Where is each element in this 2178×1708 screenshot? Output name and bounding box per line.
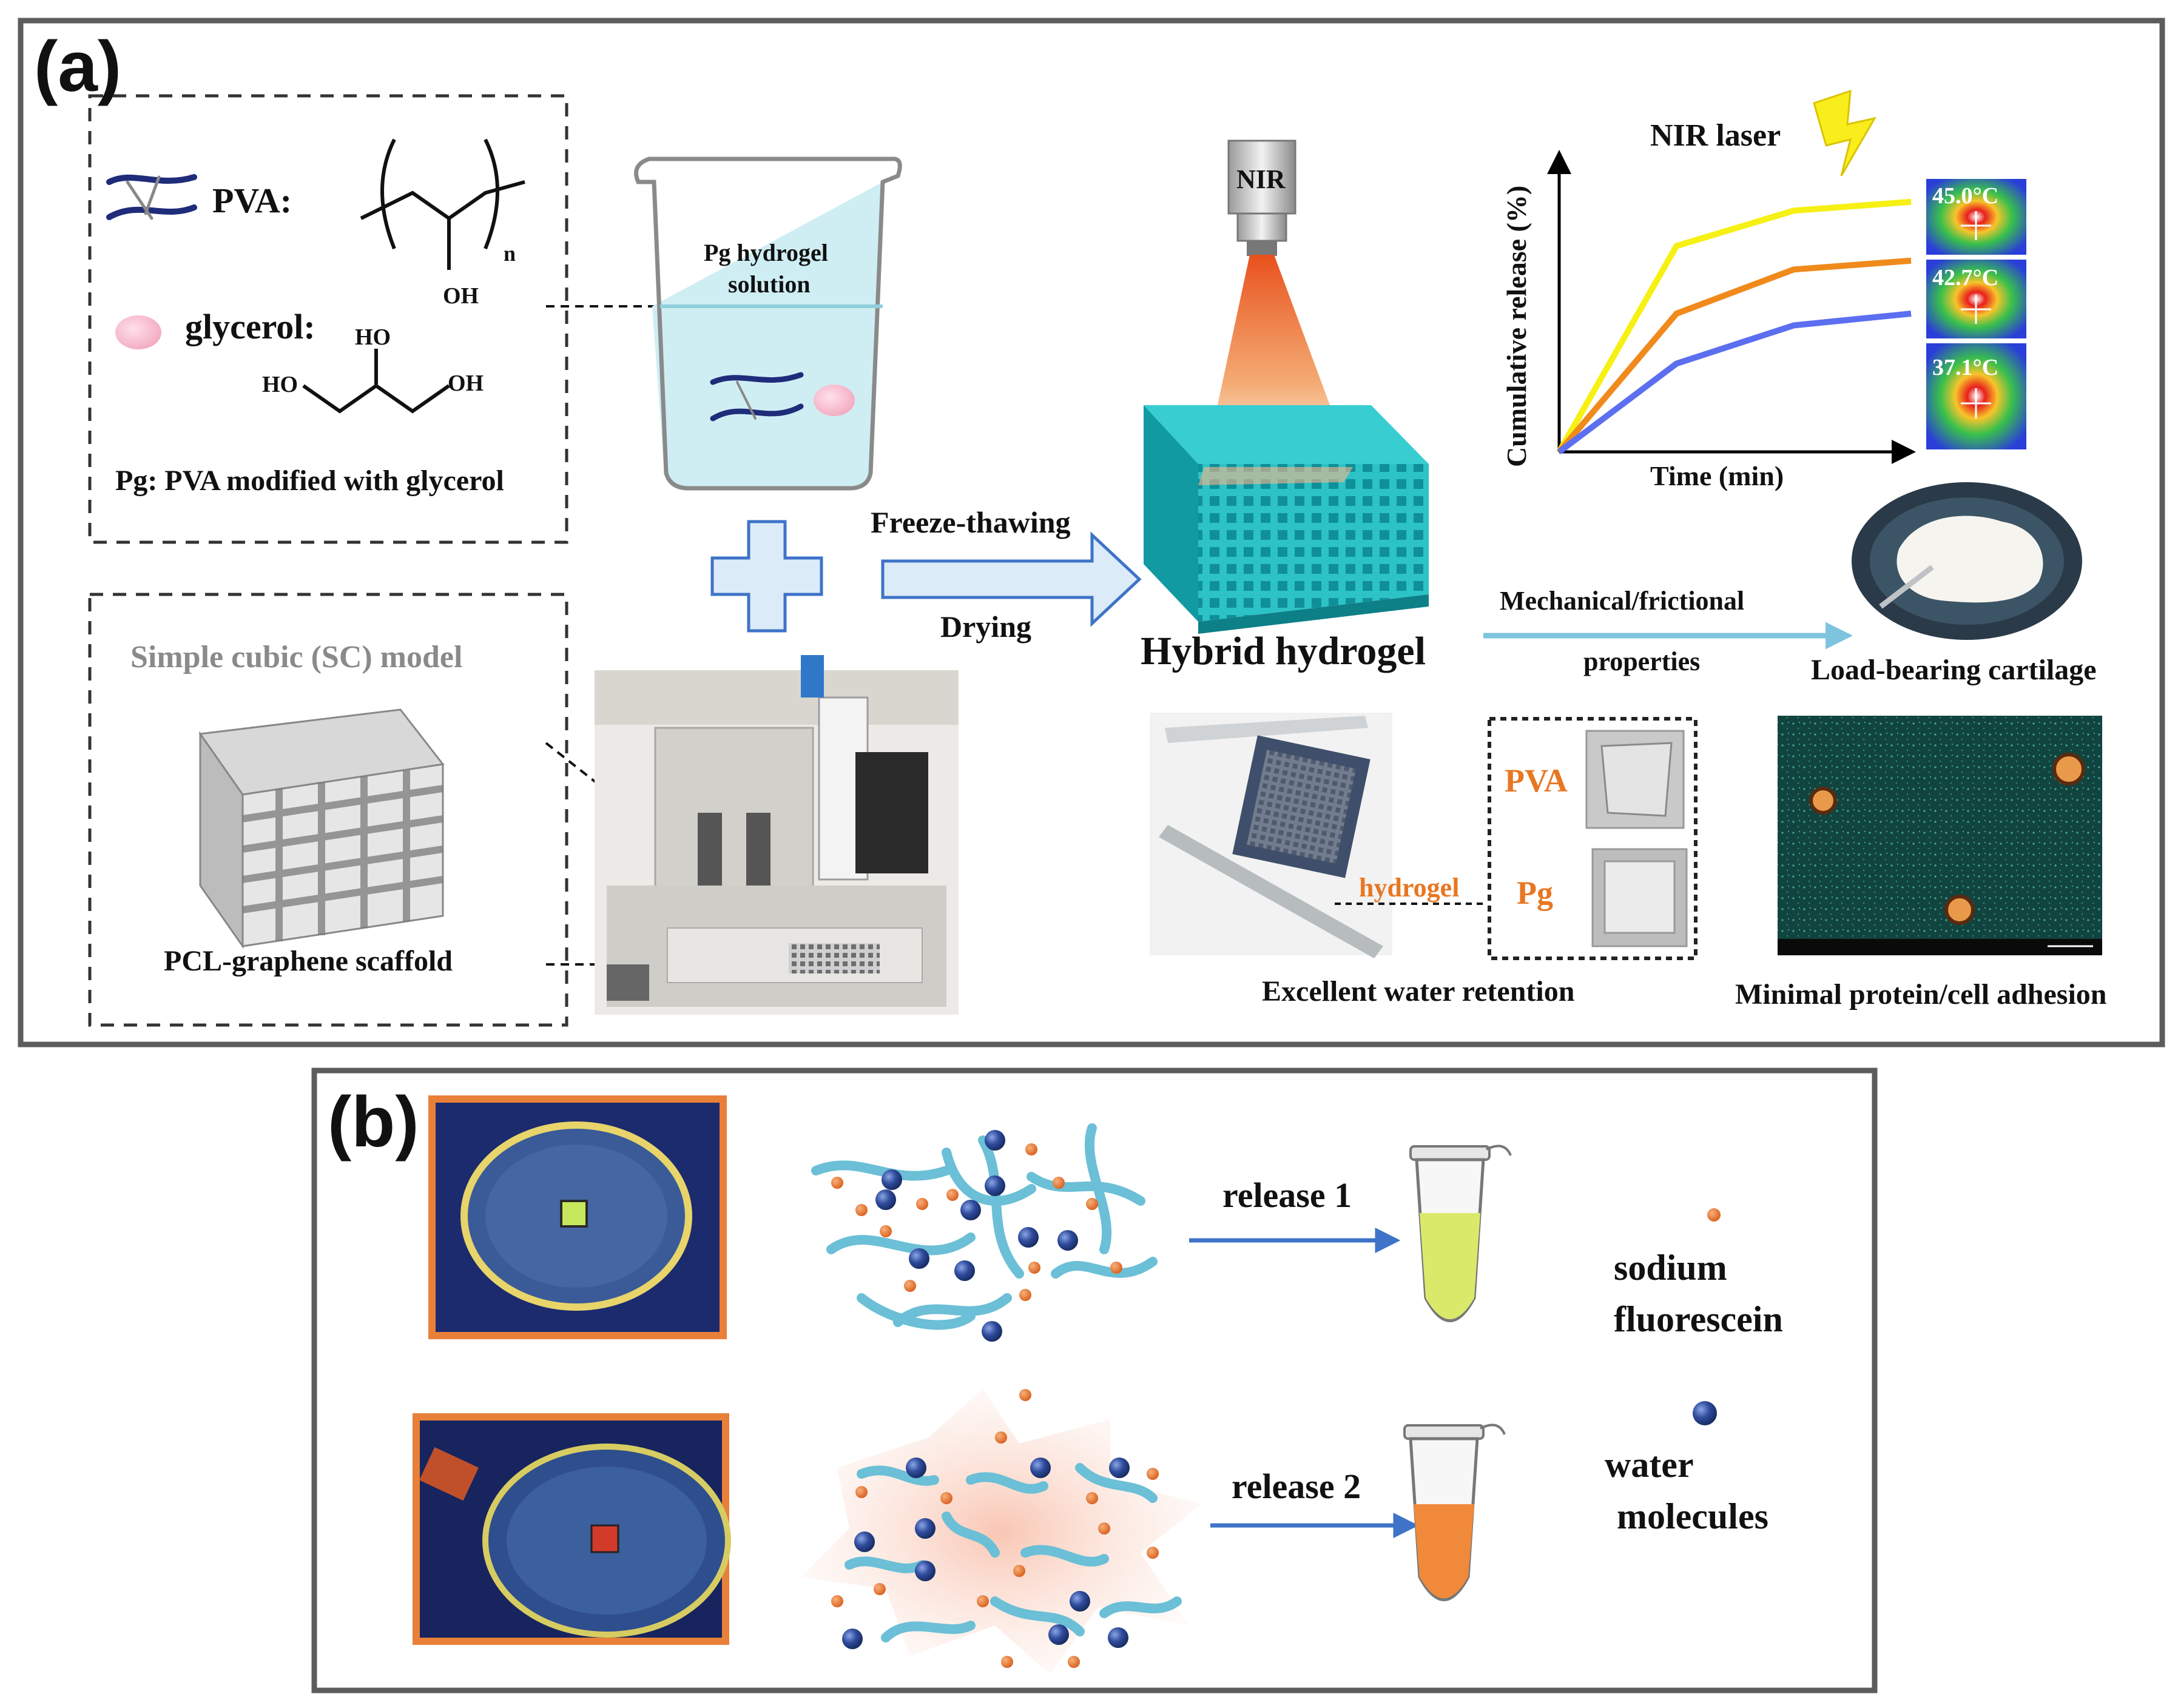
chart-x-label: Time (min) — [1650, 460, 1784, 491]
chart-y-label: Cumulative release (%) — [1501, 186, 1532, 467]
legend-water-ball — [1693, 1401, 1717, 1425]
sodium-dots-2 — [831, 1389, 1159, 1668]
petri-photo-2 — [413, 1413, 731, 1645]
sem-image — [1778, 716, 2102, 955]
pg-caption: Pg: PVA modified with glycerol — [115, 465, 504, 497]
mech-label-2: properties — [1583, 647, 1700, 676]
legend-water-2: molecules — [1617, 1496, 1768, 1536]
glycerol-structure — [302, 349, 450, 414]
beaker-glycerol-icon — [814, 385, 855, 416]
load-bearing-label: Load-bearing cartilage — [1811, 654, 2097, 686]
panel-b-frame — [311, 1068, 1878, 1693]
polymer-network-2 — [845, 1463, 1182, 1642]
thermal-temp-3: 37.1°C — [1932, 355, 1998, 380]
beaker-pva-chain-icon — [710, 372, 804, 422]
beaker-text-1: Pg hydrogel — [704, 239, 828, 266]
beaker — [634, 156, 902, 491]
thermal-image-1 — [1926, 179, 2026, 255]
freeze-thawing-label: Freeze-thawing — [871, 505, 1071, 539]
pva-structure — [360, 138, 525, 270]
glycerol-ball-icon — [115, 315, 161, 349]
panel-b-label: (b) — [328, 1082, 419, 1162]
tube-2 — [1403, 1424, 1506, 1601]
glycerol-ho-left: HO — [262, 372, 298, 397]
glycerol-ho-top: HO — [355, 324, 391, 350]
thermal-temp-2: 42.7°C — [1932, 265, 1998, 291]
legend-sodium-dot — [1707, 1208, 1721, 1222]
scaffold-caption: PCL-graphene scaffold — [164, 945, 453, 977]
thermal-temp-1: 45.0°C — [1932, 183, 1998, 209]
glycerol-label: glycerol: — [185, 307, 315, 346]
pva-oh: OH — [443, 283, 479, 309]
polymer-network-1 — [811, 1123, 1158, 1330]
release-line-2 — [1557, 257, 1912, 454]
sc-model-title: Simple cubic (SC) model — [130, 640, 462, 674]
nir-laser-label: NIR laser — [1650, 118, 1781, 153]
water-molecules-1 — [875, 1130, 1078, 1342]
pink-burst — [801, 1389, 1201, 1674]
pva-chain-icon — [106, 174, 197, 220]
panel-a-frame — [18, 18, 2165, 1047]
mech-label-1: Mechanical/frictional — [1500, 586, 1744, 616]
drying-label: Drying — [940, 610, 1031, 644]
water-retention-box — [1488, 717, 1698, 960]
nir-nozzle — [1227, 140, 1296, 256]
pva-label: PVA: — [212, 181, 292, 220]
pva-subscript: n — [504, 241, 516, 266]
plus-icon — [710, 520, 823, 633]
cartilage-photo — [1852, 482, 2082, 640]
hydrogel-tag: hydrogel — [1359, 873, 1459, 903]
panel-a-label: (a) — [34, 27, 121, 107]
release-line-1 — [1556, 198, 1912, 454]
tweezers-photo — [1150, 713, 1392, 958]
protein-adhesion-label: Minimal protein/cell adhesion — [1735, 978, 2106, 1010]
chart-series-group — [1556, 198, 1912, 454]
release-line-3 — [1557, 311, 1912, 454]
glycerol-oh-right: OH — [448, 371, 484, 396]
printer-photo — [595, 655, 959, 1015]
thermal-image-2 — [1926, 260, 2026, 338]
release-1-label: release 1 — [1222, 1175, 1352, 1215]
hybrid-hydrogel-label: Hybrid hydrogel — [1141, 629, 1426, 673]
release-chart — [1547, 150, 1916, 464]
nir-beam-overlay — [1198, 467, 1353, 485]
pg-sample-shape — [1603, 860, 1676, 934]
beaker-text-2: solution — [728, 271, 811, 298]
hydrogel-block-icon — [1144, 405, 1429, 634]
sodium-dots-1 — [831, 1143, 1122, 1301]
chemistry-box — [88, 94, 568, 544]
petri-photo-1 — [428, 1095, 727, 1339]
water-retention-label: Excellent water retention — [1262, 975, 1574, 1007]
process-arrow — [881, 531, 1142, 627]
nir-nozzle-label: NIR — [1236, 164, 1286, 194]
release-2-label: release 2 — [1232, 1467, 1361, 1506]
legend-water-1: water — [1605, 1445, 1694, 1485]
water-molecules-2 — [842, 1458, 1130, 1649]
pva-tag: PVA — [1505, 762, 1568, 799]
sc-model-box — [88, 593, 568, 1027]
pg-tag: Pg — [1517, 875, 1553, 911]
pva-sample-shape — [1600, 742, 1673, 817]
legend-sodium-2: fluorescein — [1614, 1299, 1783, 1339]
lightning-icon — [1813, 89, 1877, 177]
scaffold-cube-icon — [198, 708, 445, 949]
legend-sodium-1: sodium — [1614, 1248, 1727, 1288]
thermal-image-3 — [1926, 343, 2026, 449]
tube-1 — [1409, 1145, 1512, 1322]
